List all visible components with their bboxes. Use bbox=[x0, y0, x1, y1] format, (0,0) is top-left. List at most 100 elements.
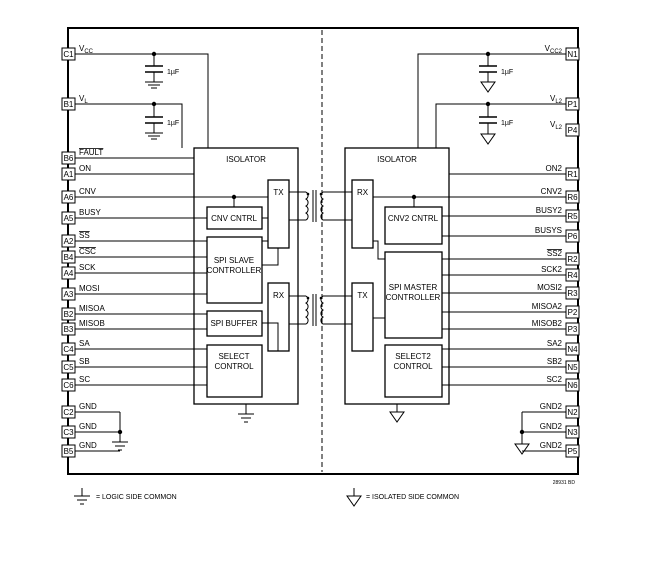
pin-label: VL2 bbox=[550, 120, 563, 131]
pin-number: R6 bbox=[567, 193, 578, 202]
pin-number: A3 bbox=[64, 290, 74, 299]
pin-label: SA2 bbox=[547, 339, 563, 348]
pin-box bbox=[61, 167, 76, 181]
pin-number: R1 bbox=[567, 170, 578, 179]
pin-number: B1 bbox=[64, 100, 74, 109]
pin-label: SCK bbox=[79, 263, 96, 272]
pin-label: MOSI bbox=[79, 284, 99, 293]
outer-frame bbox=[67, 27, 579, 475]
cnv-cntrl-label: CNV CNTRL bbox=[211, 214, 257, 223]
pin-box bbox=[565, 378, 580, 392]
pin-label: MISOA2 bbox=[532, 302, 563, 311]
pin-label: VCC bbox=[79, 44, 94, 55]
pin-number: C6 bbox=[63, 381, 74, 390]
pin-label: SC2 bbox=[546, 375, 562, 384]
pin-number: P3 bbox=[568, 325, 578, 334]
pin-label: MISOA bbox=[79, 304, 105, 313]
pin-number: P1 bbox=[568, 100, 578, 109]
pin-label: SB2 bbox=[547, 357, 563, 366]
tx-right-label: TX bbox=[357, 291, 368, 300]
pin-number: B3 bbox=[64, 325, 74, 334]
pin-box bbox=[565, 252, 580, 266]
pin-number: C1 bbox=[63, 50, 74, 59]
pin-box bbox=[565, 268, 580, 282]
pin-box bbox=[61, 151, 76, 165]
spi-buffer-label: SPI BUFFER bbox=[210, 319, 257, 328]
pin-box bbox=[565, 167, 580, 181]
pin-number: P2 bbox=[568, 308, 578, 317]
pin-number: N6 bbox=[567, 381, 578, 390]
pin-number: A2 bbox=[64, 237, 74, 246]
spi-master-label: SPI MASTER bbox=[389, 283, 438, 292]
pin-number: A4 bbox=[64, 269, 74, 278]
pin-number: A6 bbox=[64, 193, 74, 202]
pin-box bbox=[61, 97, 76, 111]
select2-label: CONTROL bbox=[393, 362, 433, 371]
pin-number: P5 bbox=[568, 447, 578, 456]
spi-slave-label: SPI SLAVE bbox=[214, 256, 254, 265]
pin-box bbox=[61, 360, 76, 374]
pin-box bbox=[565, 305, 580, 319]
select-label: CONTROL bbox=[214, 362, 254, 371]
pin-box bbox=[565, 360, 580, 374]
cap-label: 1µF bbox=[501, 120, 513, 127]
spi-master-label: CONTROLLER bbox=[386, 293, 441, 302]
pin-label: BUSYS bbox=[535, 226, 562, 235]
pin-label: GND bbox=[79, 402, 97, 411]
pin-label: GND bbox=[79, 422, 97, 431]
pin-label: SA bbox=[79, 339, 90, 348]
spi-master-block bbox=[384, 251, 443, 339]
pin-label: ON bbox=[79, 164, 91, 173]
pin-label: SS2 bbox=[547, 249, 563, 258]
cnv2-cntrl-label: CNV2 CNTRL bbox=[388, 214, 439, 223]
pin-box bbox=[61, 444, 76, 458]
pin-box bbox=[565, 425, 580, 439]
pin-label: BUSY bbox=[79, 208, 101, 217]
pin-label: SCK2 bbox=[541, 265, 562, 274]
tx-right-block bbox=[351, 282, 374, 352]
pin-box bbox=[565, 229, 580, 243]
legend-isolated-common: = ISOLATED SIDE COMMON bbox=[366, 494, 459, 501]
left-pin-group: C1VCCB1VLB6FAULTA1ONA6CNVA5BUSYA2SSB4CSC… bbox=[61, 44, 105, 458]
pin-number: A5 bbox=[64, 214, 74, 223]
pin-number: B2 bbox=[64, 310, 74, 319]
select-label: SELECT bbox=[218, 352, 249, 361]
pin-label: BUSY2 bbox=[536, 206, 563, 215]
pin-box bbox=[565, 97, 580, 111]
pin-label: SS bbox=[79, 231, 90, 240]
pin-label: GND2 bbox=[540, 441, 563, 450]
pin-number: N3 bbox=[567, 428, 578, 437]
cap-label: 1µF bbox=[167, 120, 179, 127]
right-pin-group: N1VCC2P1VL2P4VL2R1ON2R6CNV2R5BUSY2P6BUSY… bbox=[532, 44, 580, 458]
pin-number: R4 bbox=[567, 271, 578, 280]
pin-label: VL2 bbox=[550, 94, 563, 105]
pin-box bbox=[565, 322, 580, 336]
pin-number: R3 bbox=[567, 289, 578, 298]
pin-box bbox=[565, 190, 580, 204]
pin-number: C4 bbox=[63, 345, 74, 354]
pin-label: MISOB bbox=[79, 319, 105, 328]
pin-number: R5 bbox=[567, 212, 578, 221]
pin-number: B4 bbox=[64, 253, 74, 262]
pin-number: N5 bbox=[567, 363, 578, 372]
pin-number: C3 bbox=[63, 428, 74, 437]
select-block bbox=[206, 344, 263, 398]
pin-number: R2 bbox=[567, 255, 578, 264]
pin-box bbox=[61, 378, 76, 392]
pin-number: B6 bbox=[64, 154, 74, 163]
pin-box bbox=[61, 234, 76, 248]
spi-slave-label: CONTROLLER bbox=[207, 266, 262, 275]
pin-label: GND2 bbox=[540, 422, 563, 431]
pin-label: CNV bbox=[79, 187, 97, 196]
pin-box bbox=[565, 444, 580, 458]
pin-label: CSC bbox=[79, 247, 96, 256]
pin-label: VL bbox=[79, 94, 88, 105]
pin-label: FAULT bbox=[79, 148, 103, 157]
spi-slave-block bbox=[206, 236, 263, 304]
pin-label: MOSI2 bbox=[537, 283, 562, 292]
pin-box bbox=[565, 342, 580, 356]
pin-box bbox=[61, 266, 76, 280]
pin-label: SC bbox=[79, 375, 90, 384]
pin-box bbox=[565, 47, 580, 61]
